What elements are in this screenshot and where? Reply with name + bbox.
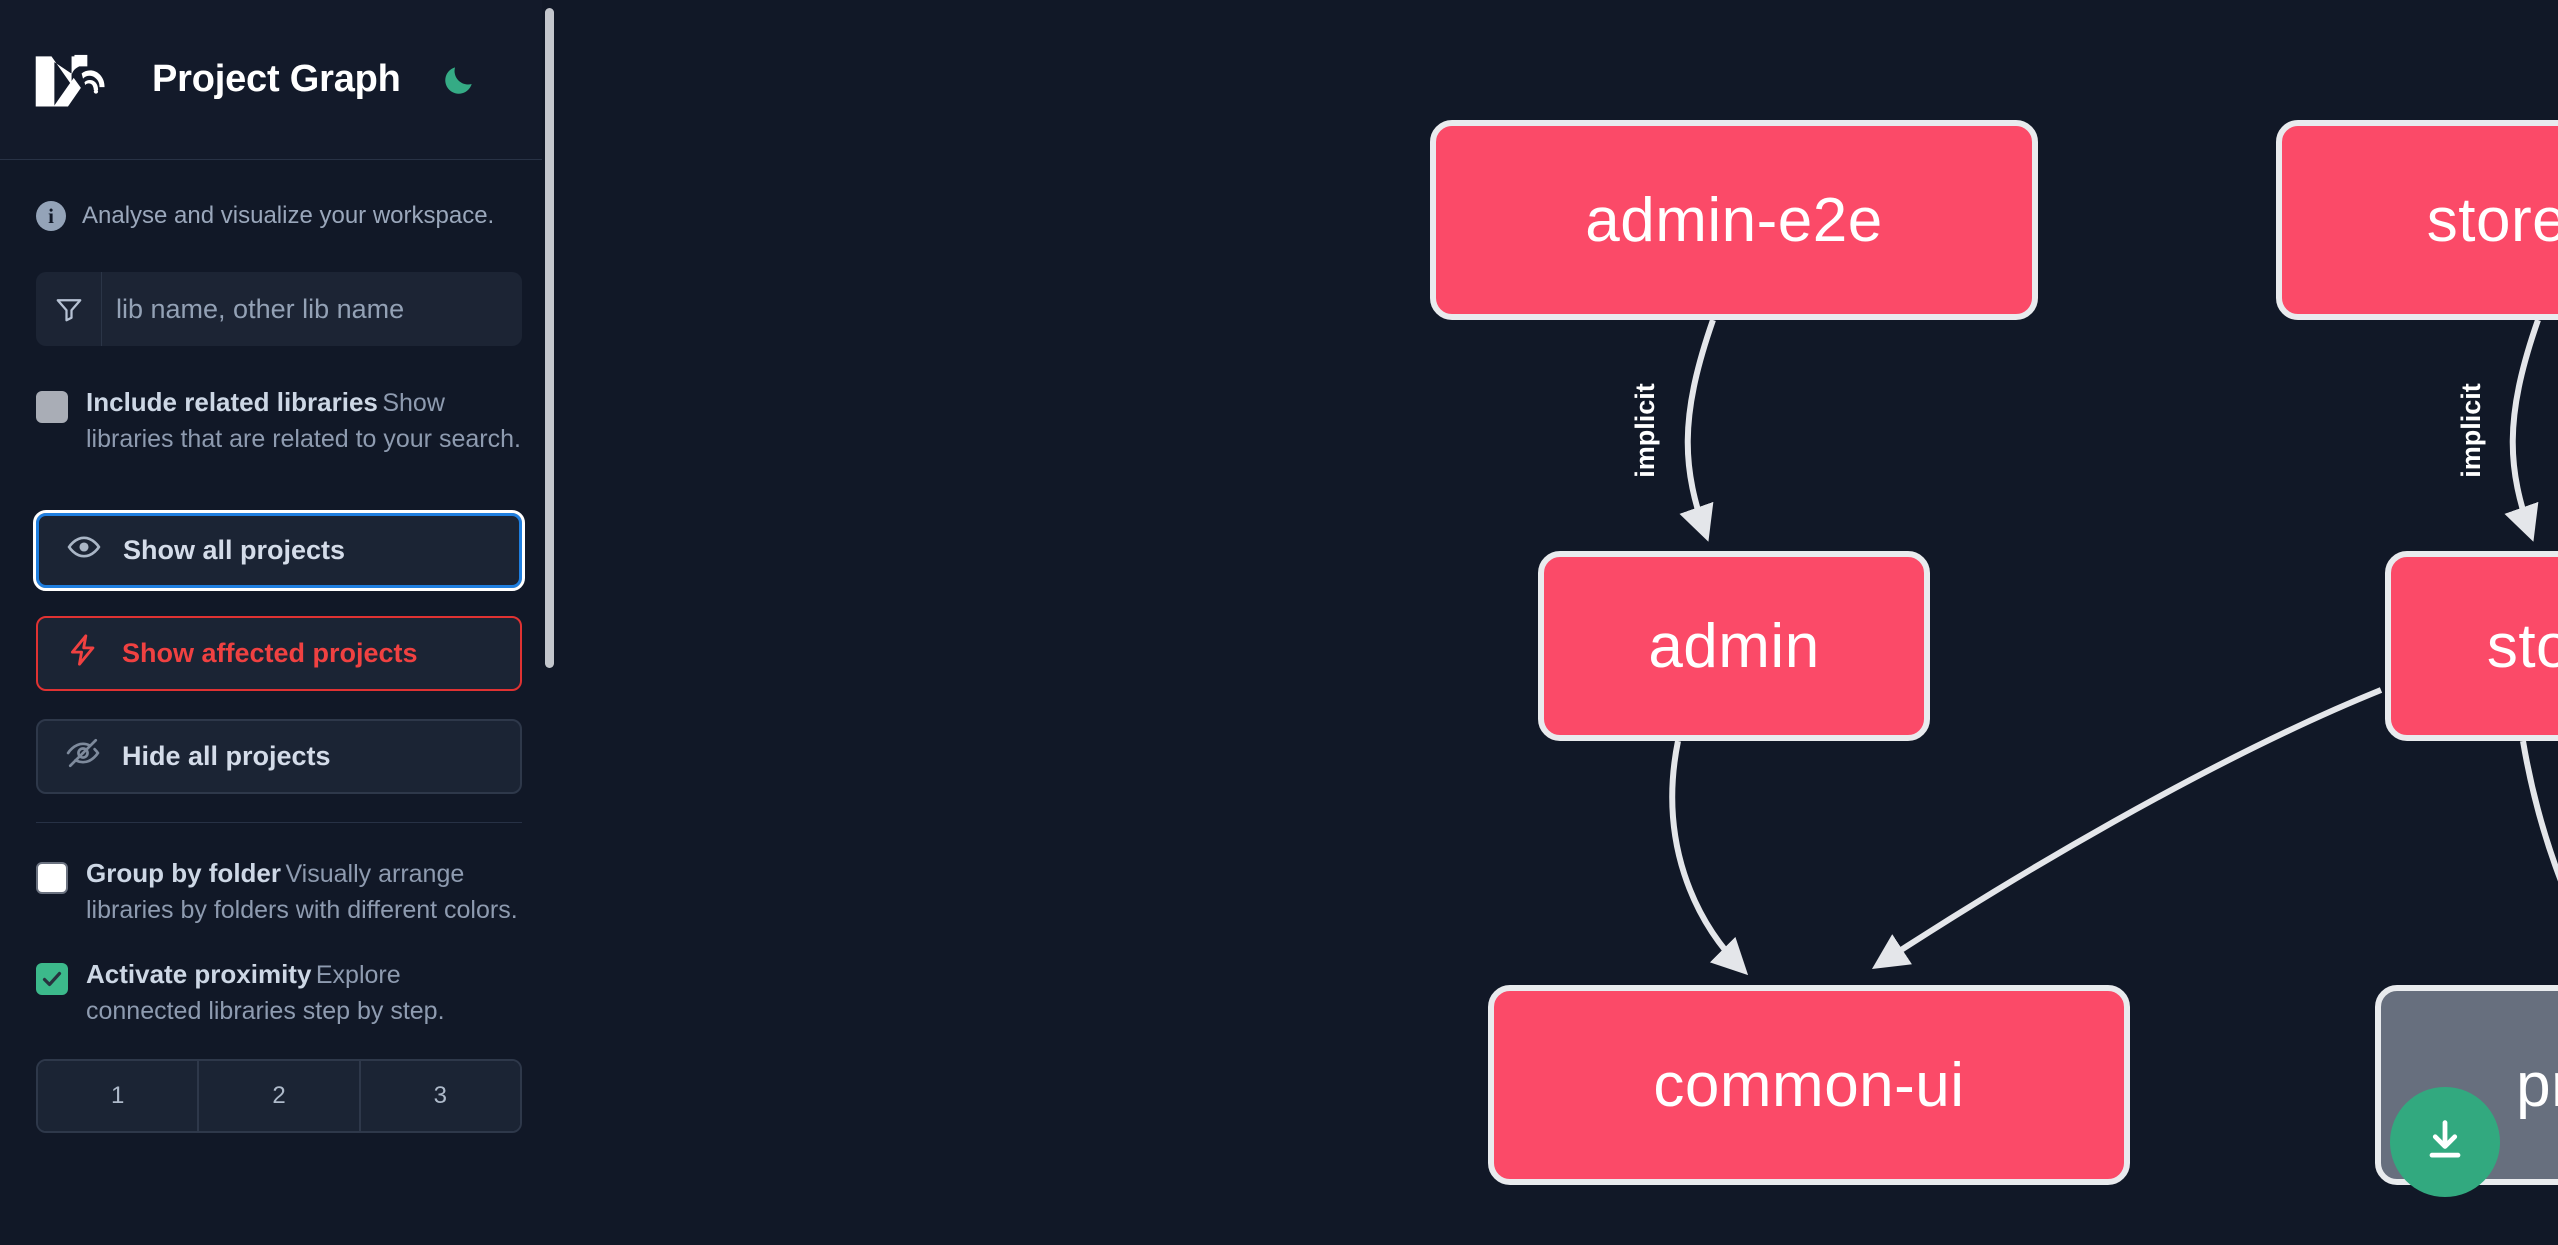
show-affected-projects-label: Show affected projects: [122, 638, 418, 668]
graph-node-admin-e2e[interactable]: admin-e2e: [1430, 120, 2038, 320]
proximity-step-1[interactable]: 1: [38, 1061, 200, 1131]
edge-store-to-products: [2520, 740, 2558, 882]
option-activate-proximity[interactable]: Activate proximity Explore connected lib…: [36, 958, 522, 1029]
sidebar: Project Graph i Analyse and visualize yo…: [0, 0, 558, 1245]
show-affected-projects-button[interactable]: Show affected projects: [36, 616, 522, 691]
sidebar-header: Project Graph: [0, 0, 558, 160]
graph-node-store-e2e[interactable]: store-e2e: [2276, 120, 2558, 320]
include-related-libraries-checkbox[interactable]: [36, 391, 68, 423]
group-by-folder-description: Visually arrange libraries by folders wi…: [86, 860, 518, 924]
graph-node-store-label: store: [2486, 611, 2558, 681]
lightning-icon: [66, 633, 100, 674]
graph-canvas[interactable]: admin-e2e store-e2e admin store common-u…: [558, 0, 2558, 1245]
moon-icon[interactable]: [437, 58, 481, 102]
graph-node-products-label: products: [2516, 1050, 2558, 1120]
sidebar-divider: [36, 822, 522, 823]
filter-box[interactable]: [36, 272, 522, 346]
funnel-icon: [36, 272, 102, 346]
proximity-step-2[interactable]: 2: [199, 1061, 361, 1131]
edge-admin-to-common-ui: [1669, 740, 1749, 976]
graph-node-store[interactable]: store: [2385, 551, 2558, 741]
edge-store-e2e-to-store: [2504, 319, 2541, 542]
graph-node-common-ui-label: common-ui: [1653, 1050, 1965, 1120]
group-by-folder-label: Group by folder: [86, 858, 281, 888]
graph-node-store-e2e-label: store-e2e: [2426, 185, 2558, 255]
eye-off-icon: [66, 736, 100, 777]
search-input[interactable]: [102, 272, 522, 346]
graph-node-admin[interactable]: admin: [1538, 551, 1930, 741]
info-icon: i: [36, 201, 66, 231]
graph-node-common-ui[interactable]: common-ui: [1488, 985, 2130, 1185]
activate-proximity-checkbox[interactable]: [36, 963, 68, 995]
eye-icon: [67, 530, 101, 571]
proximity-stepper[interactable]: 1 2 3: [36, 1059, 522, 1133]
proximity-step-3[interactable]: 3: [360, 1061, 520, 1131]
download-icon: [2419, 1114, 2471, 1171]
sidebar-body: i Analyse and visualize your workspace. …: [0, 160, 558, 1133]
show-all-projects-button[interactable]: Show all projects: [33, 510, 525, 591]
sidebar-scrollbar-thumb[interactable]: [545, 8, 554, 668]
include-related-libraries-label: Include related libraries: [86, 387, 378, 417]
download-button[interactable]: [2390, 1087, 2500, 1197]
show-all-projects-label: Show all projects: [123, 535, 346, 565]
option-group-by-folder[interactable]: Group by folder Visually arrange librari…: [36, 857, 522, 928]
nx-logo-icon: [30, 49, 116, 111]
graph-edges: [1669, 319, 2558, 976]
include-related-libraries-description: Show libraries that are related to your …: [86, 389, 521, 453]
graph-node-admin-label: admin: [1648, 611, 1820, 681]
edge-store-to-common-ui: [1871, 687, 2383, 969]
edge-admin-e2e-to-admin: [1679, 319, 1716, 542]
group-by-folder-checkbox[interactable]: [36, 862, 68, 894]
page-title: Project Graph: [152, 58, 401, 100]
sidebar-scrollbar[interactable]: [542, 0, 558, 1245]
activate-proximity-description: Explore connected libraries step by step…: [86, 961, 445, 1025]
graph-node-admin-e2e-label: admin-e2e: [1585, 185, 1883, 255]
option-include-related-libraries[interactable]: Include related libraries Show libraries…: [36, 386, 522, 457]
activate-proximity-label: Activate proximity: [86, 959, 312, 989]
hide-all-projects-button[interactable]: Hide all projects: [36, 719, 522, 794]
tagline-text: Analyse and visualize your workspace.: [82, 202, 495, 229]
tagline: i Analyse and visualize your workspace.: [36, 160, 522, 272]
hide-all-projects-label: Hide all projects: [122, 741, 331, 771]
